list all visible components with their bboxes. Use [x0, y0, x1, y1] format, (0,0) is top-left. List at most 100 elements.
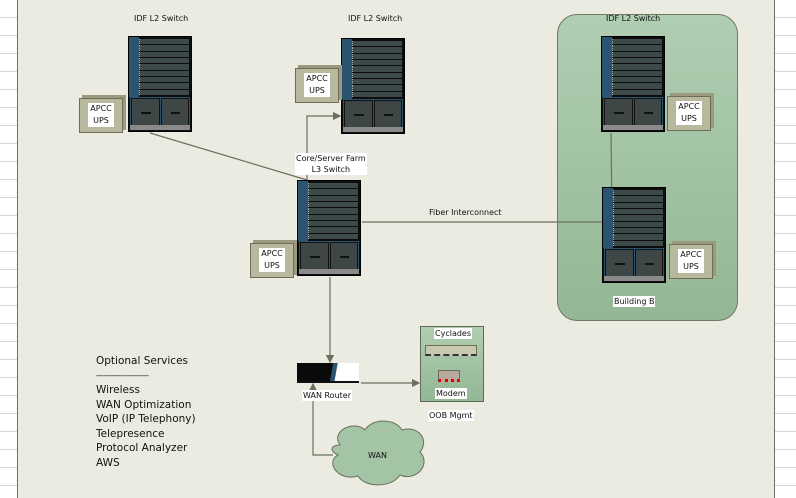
core-label: Core/Server Farm L3 Switch — [295, 153, 367, 175]
optional-services-divider: ---------------------- — [96, 370, 149, 380]
ups-buildingb-top[interactable]: APCC UPS — [667, 96, 711, 131]
power-supply — [300, 242, 329, 270]
ups-label: APCC UPS — [304, 73, 330, 97]
line-card — [139, 57, 189, 64]
switch-base — [603, 125, 663, 130]
buildingb-switch[interactable] — [602, 187, 666, 283]
core-switch[interactable] — [297, 180, 361, 276]
power-supply — [605, 249, 634, 277]
line-card — [613, 234, 663, 240]
ups-label-line1: APCC — [678, 102, 700, 111]
switch-chassis-side — [298, 181, 308, 241]
wan-cloud — [331, 420, 425, 486]
switch-line-cards — [139, 39, 189, 95]
line-card — [308, 227, 358, 233]
line-card — [613, 240, 663, 246]
wan-router[interactable] — [297, 363, 359, 383]
line-card — [308, 233, 358, 239]
switch-fan-tray — [299, 241, 359, 271]
switch-base — [604, 276, 664, 281]
line-card — [352, 59, 402, 66]
ups-idf2[interactable]: APCC UPS — [295, 68, 339, 103]
power-supply — [604, 98, 633, 126]
link-wan-router — [308, 382, 333, 456]
modem-device[interactable] — [438, 370, 460, 382]
ups-label-line1: APCC — [306, 74, 328, 83]
ups-label-line2: UPS — [264, 261, 280, 270]
power-supply — [329, 242, 358, 270]
cyclades-device[interactable] — [425, 345, 477, 356]
line-card — [308, 201, 358, 208]
line-card — [139, 39, 189, 45]
line-card — [352, 85, 402, 91]
line-card — [613, 215, 663, 221]
ups-label-line2: UPS — [681, 114, 697, 123]
line-card — [139, 51, 189, 57]
line-card — [308, 183, 358, 189]
service-item: VoIP (IP Telephony) — [96, 413, 196, 425]
ups-label-line1: APCC — [90, 104, 112, 113]
line-card — [139, 70, 189, 76]
switch-line-cards — [308, 183, 358, 239]
service-item: Protocol Analyzer — [96, 442, 188, 454]
idf2-switch[interactable] — [341, 38, 405, 134]
service-item: Wireless — [96, 384, 140, 396]
power-supply — [131, 98, 160, 126]
idf1-switch[interactable] — [128, 36, 192, 132]
line-card — [308, 195, 358, 201]
switch-line-cards — [612, 39, 662, 95]
ups-idf1[interactable]: APCC UPS — [79, 98, 123, 133]
line-card — [352, 47, 402, 53]
line-card — [352, 91, 402, 97]
power-supply — [373, 100, 402, 128]
line-card — [352, 78, 402, 85]
line-card — [612, 39, 662, 45]
optional-services: Optional Services ----------------------… — [96, 354, 196, 470]
line-card — [613, 227, 663, 234]
line-card — [139, 64, 189, 70]
switch-fan-tray — [604, 248, 664, 278]
line-card — [612, 70, 662, 76]
optional-services-title: Optional Services — [96, 355, 189, 367]
line-card — [612, 89, 662, 95]
modem-label: Modem — [435, 388, 467, 399]
power-supply — [634, 249, 663, 277]
ups-label: APCC UPS — [676, 101, 702, 125]
ups-label-line2: UPS — [309, 86, 325, 95]
power-supply — [344, 100, 373, 128]
line-card — [352, 66, 402, 72]
line-card — [613, 221, 663, 227]
service-item: AWS — [96, 456, 120, 469]
switch-base — [343, 127, 403, 132]
line-card — [139, 83, 189, 89]
line-card — [612, 57, 662, 64]
line-card — [612, 76, 662, 83]
line-card — [352, 41, 402, 47]
ups-label-line2: UPS — [93, 116, 109, 125]
oob-mgmt-label: OOB Mgmt — [428, 410, 474, 421]
idf2-label: IDF L2 Switch — [348, 14, 403, 23]
ups-label: APCC UPS — [88, 103, 114, 127]
line-card — [308, 208, 358, 214]
switch-chassis-side — [129, 37, 139, 97]
ups-core[interactable]: APCC UPS — [250, 243, 294, 278]
line-card — [139, 76, 189, 83]
switch-base — [130, 125, 190, 130]
line-card — [612, 83, 662, 89]
switch-fan-tray — [130, 97, 190, 127]
switch-line-cards — [352, 41, 402, 97]
switch-chassis-side — [603, 188, 613, 248]
line-card — [613, 190, 663, 196]
switch-fan-tray — [343, 99, 403, 129]
ups-label-line1: APCC — [261, 249, 283, 258]
idf1-label: IDF L2 Switch — [134, 14, 189, 23]
line-card — [352, 53, 402, 59]
line-card — [139, 45, 189, 51]
buildingb-idf-switch[interactable] — [601, 36, 665, 132]
switch-fan-tray — [603, 97, 663, 127]
ups-label: APCC UPS — [259, 248, 285, 272]
line-card — [612, 51, 662, 57]
cyclades-label: Cyclades — [434, 328, 473, 339]
